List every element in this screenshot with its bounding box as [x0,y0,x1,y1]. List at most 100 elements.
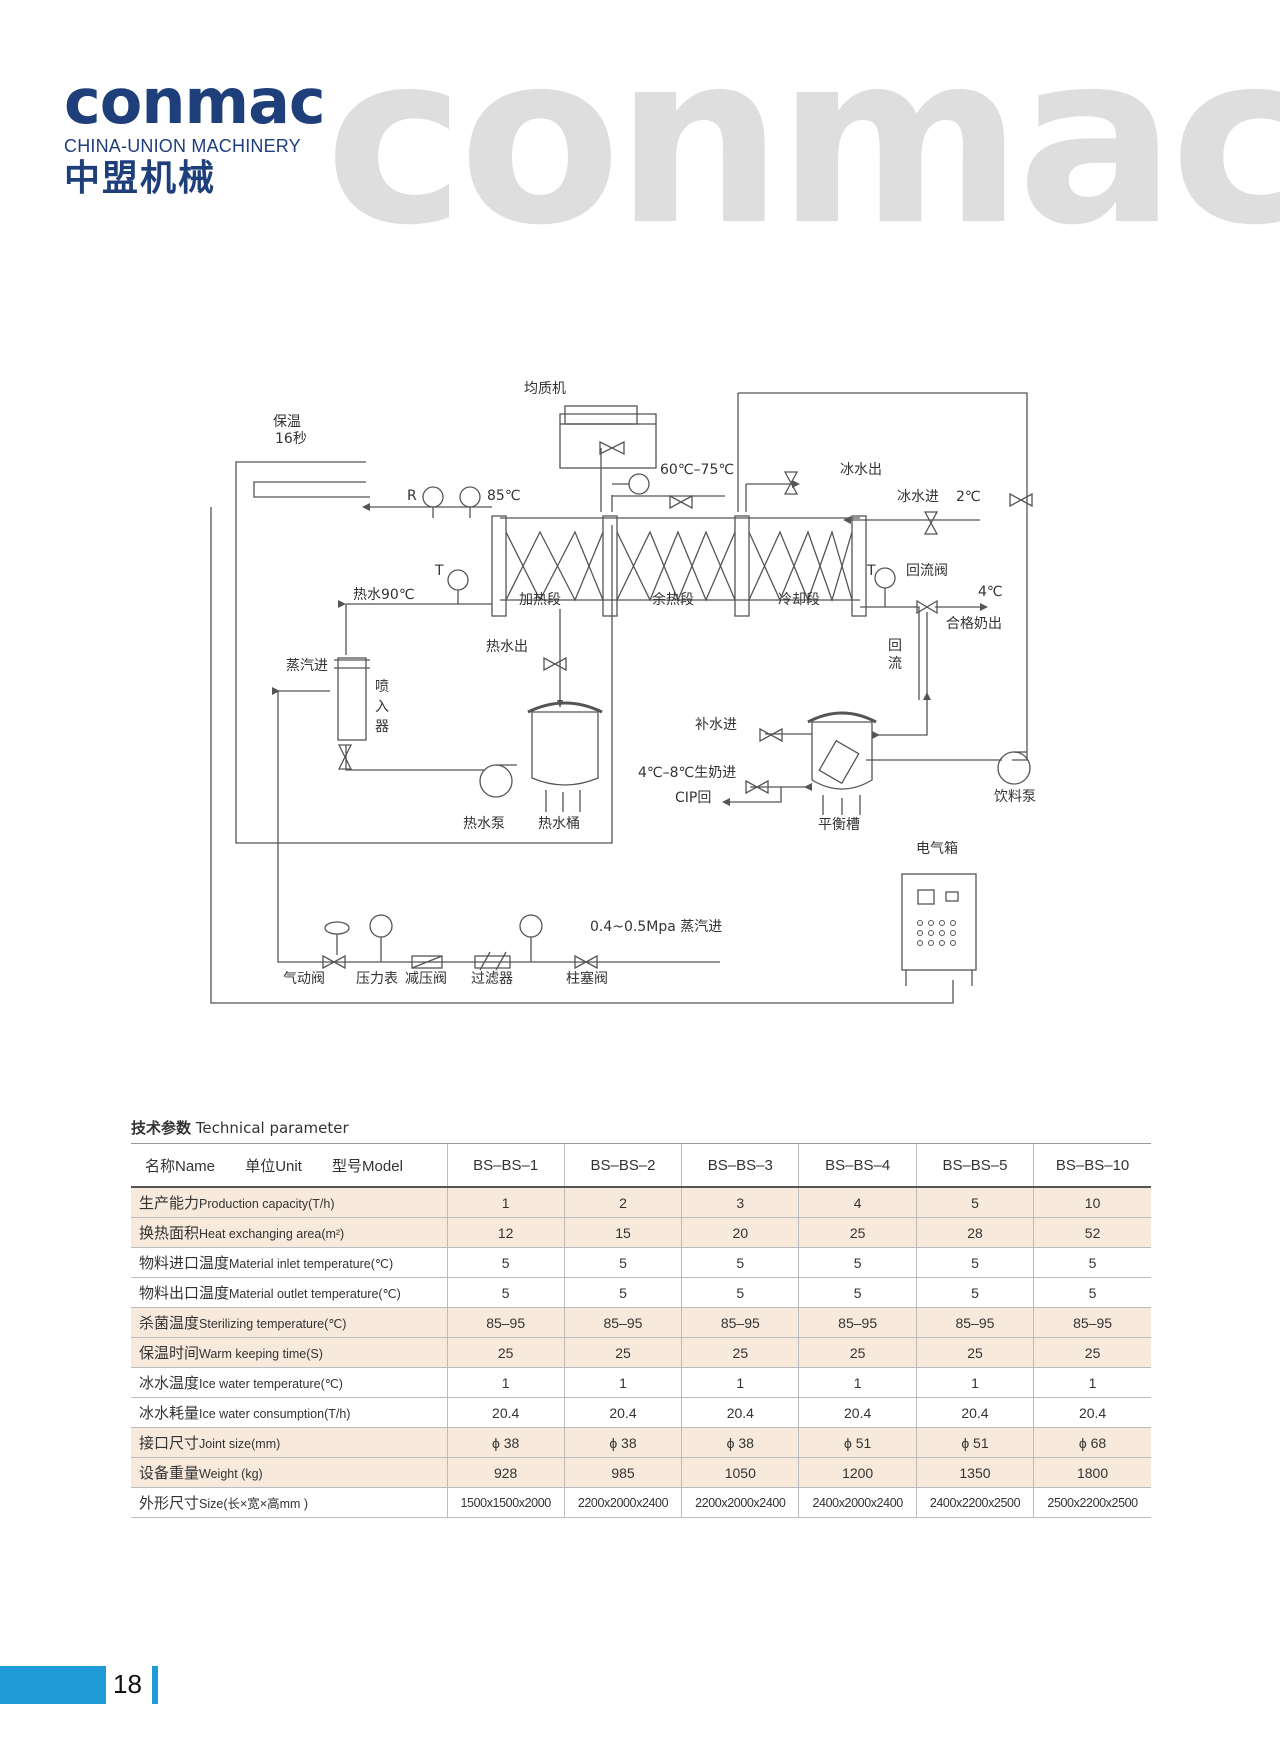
label-t-mark-left: T [434,563,444,579]
process-diagram-svg: 均质机 保温 16秒 R 85℃ 60℃–75℃ 冰水出 冰水进 2℃ T T … [210,381,1036,1004]
row-label: 换热面积Heat exchanging area(m²) [131,1217,447,1248]
label-temp-2: 2℃ [956,489,981,505]
table-cell: 20.4 [915,1397,1034,1428]
logo-english-name: CHINA-UNION MACHINERY [64,136,301,156]
table-cell: 25 [563,1337,682,1368]
gauges [324,473,896,962]
label-feed-pump: 饮料泵 [994,789,1036,805]
page-number-bar [0,1666,106,1704]
flow-arrows [272,480,988,806]
row-label-cn: 接口尺寸 [139,1435,200,1452]
diagram-labels: 均质机 保温 16秒 R 85℃ 60℃–75℃ 冰水出 冰水进 2℃ T T … [273,381,1036,987]
table-cell: 25 [915,1337,1034,1368]
feed-pump [997,751,1031,785]
row-label: 设备重量Weight (kg) [131,1457,447,1488]
label-temp-60-75: 60℃–75℃ [660,462,734,478]
table-cell: 5 [681,1247,799,1278]
table-cell: ϕ 38 [563,1427,682,1458]
label-cip-return: CIP回 [675,790,711,806]
table-cell: 85–95 [915,1307,1034,1338]
table-cell: ϕ 68 [1033,1427,1151,1458]
logo-chinese-name: 中盟机械 [64,158,217,199]
row-label-cn: 保温时间 [139,1345,200,1362]
table-cell: 4 [798,1187,917,1218]
label-hot-water-tank: 热水桶 [538,816,580,832]
table-cell: 28 [915,1217,1034,1248]
row-label-en: Joint size(mm) [199,1437,281,1451]
table-cell: 5 [446,1277,565,1308]
table-header-row: 名称Name 单位Unit 型号Model BS–BS–1 BS–BS–2 BS… [131,1143,1151,1188]
table-cell: 1 [563,1367,682,1398]
row-label-en: Heat exchanging area(m²) [199,1227,345,1241]
row-label: 物料进口温度Material inlet temperature(℃) [131,1247,447,1278]
label-ice-water-out: 冰水出 [840,462,882,478]
company-logo: CONMAC CHINA-UNION MACHINERY 中盟机械 [64,65,354,199]
label-ice-water-in: 冰水进 [897,489,939,505]
table-cell: 85–95 [563,1307,682,1338]
row-label-en: Size(长×宽×高mm ) [199,1497,309,1511]
row-label: 外形尺寸Size(长×宽×高mm ) [131,1487,447,1518]
row-label-en: Sterilizing temperature(℃) [199,1317,347,1331]
label-hot-water-pump: 热水泵 [463,816,505,832]
table-cell: 1200 [798,1457,917,1488]
table-cell: 5 [798,1277,917,1308]
table-cell: 5 [915,1277,1034,1308]
process-flow-diagram: 均质机 保温 16秒 R 85℃ 60℃–75℃ 冰水出 冰水进 2℃ T T … [210,381,1036,1004]
row-label-cn: 物料进口温度 [139,1255,230,1272]
table-cell: 52 [1033,1217,1151,1248]
label-r-mark: R [407,488,417,504]
table-cell: 25 [1033,1337,1151,1368]
header-name: 名称Name [145,1157,216,1175]
table-cell: 85–95 [1033,1307,1151,1338]
header-model-3: BS–BS–3 [681,1143,799,1188]
label-injector-3: 器 [375,719,389,735]
table-cell: 1 [446,1187,565,1218]
table-cell: 1 [446,1367,565,1398]
row-label-en: Production capacity(T/h) [199,1197,335,1211]
table-cell: ϕ 38 [681,1427,799,1458]
label-hold-time-1: 保温 [273,414,301,430]
table-cell: 1 [915,1367,1034,1398]
table-cell: 1500x1500x2000 [446,1487,565,1518]
row-label: 接口尺寸Joint size(mm) [131,1427,447,1458]
label-hot-water-90: 热水90℃ [353,587,415,603]
table-cell: 1 [681,1367,799,1398]
table-cell: ϕ 38 [446,1427,565,1458]
header-unit: 单位Unit [245,1157,302,1175]
table-cell: 20.4 [446,1397,565,1428]
table-cell: 5 [798,1247,917,1278]
page-number: 18 [113,1669,142,1699]
table-cell: 5 [1033,1277,1151,1308]
row-label: 生产能力Production capacity(T/h) [131,1187,447,1218]
homogenizer [559,405,657,469]
table-cell: 1050 [681,1457,799,1488]
table-cell: 20.4 [1033,1397,1151,1428]
table-cell: 2500x2200x2500 [1033,1487,1151,1518]
table-cell: 25 [798,1217,917,1248]
table-cell: 85–95 [446,1307,565,1338]
label-injector-1: 喷 [375,679,389,695]
table-cell: 5 [681,1277,799,1308]
label-electric-box: 电气箱 [916,841,958,857]
table-cell: 85–95 [798,1307,917,1338]
heat-exchanger [491,515,867,617]
table-cell: 1800 [1033,1457,1151,1488]
logo-wordmark: CONMAC [64,65,326,138]
label-makeup-water-in: 补水进 [695,717,737,733]
page-number-tick [152,1666,158,1704]
balance-tank [807,711,877,815]
table-cell: 5 [1033,1247,1151,1278]
row-label: 冰水耗量Ice water consumption(T/h) [131,1397,447,1428]
row-label-en: Warm keeping time(S) [199,1347,323,1361]
steam-injector [334,657,370,741]
table-cell: 85–95 [681,1307,799,1338]
table-title-en: Technical parameter [195,1119,349,1137]
table-cell: 5 [563,1277,682,1308]
label-steam-supply: 0.4~0.5Mpa 蒸汽进 [590,919,722,935]
